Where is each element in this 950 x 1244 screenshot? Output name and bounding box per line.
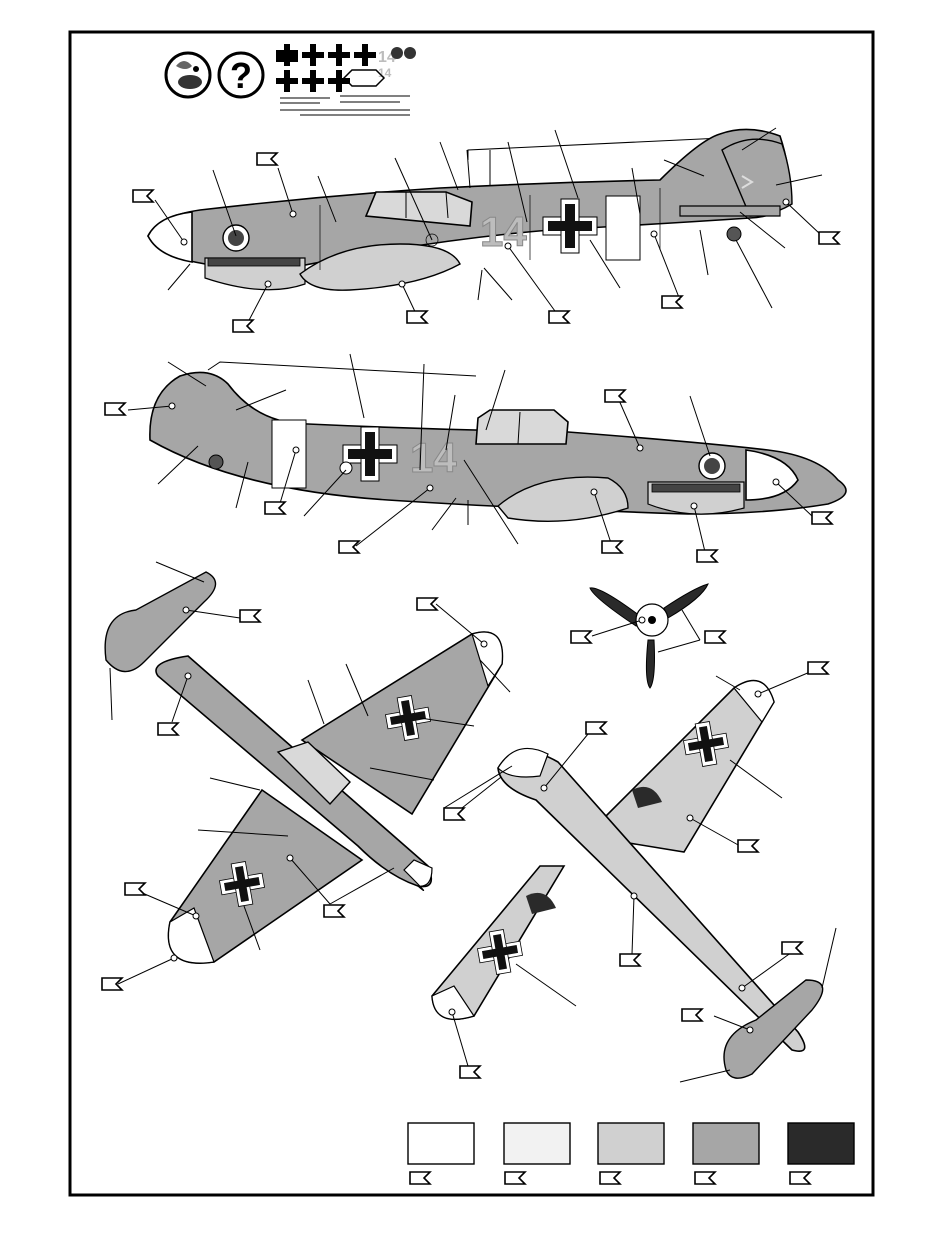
side-view-left: 14 (148, 129, 792, 290)
swatch-flag-3 (600, 1172, 620, 1184)
swatch-flag-5 (790, 1172, 810, 1184)
decal-sheet-preview: 14 14 (276, 44, 416, 115)
fuselage-code-left: 14 (480, 208, 527, 255)
swatch-light-grey (598, 1123, 664, 1164)
side-view-right: 14 (150, 362, 846, 521)
propeller-view (590, 584, 708, 688)
swatch-flag-4 (695, 1172, 715, 1184)
top-view (105, 572, 502, 963)
question-icon: ? (219, 53, 263, 97)
duck-emblem-icon (166, 53, 210, 97)
swatch-white (408, 1123, 474, 1164)
swatch-flag-2 (505, 1172, 525, 1184)
bottom-view (432, 681, 823, 1079)
swatch-flag-1 (410, 1172, 430, 1184)
swatch-near-white (504, 1123, 570, 1164)
fuselage-code-right: 14 (410, 434, 457, 481)
swatch-dark-grey (788, 1123, 854, 1164)
swatch-mid-grey (693, 1123, 759, 1164)
color-legend (408, 1123, 854, 1184)
question-mark: ? (230, 55, 252, 96)
